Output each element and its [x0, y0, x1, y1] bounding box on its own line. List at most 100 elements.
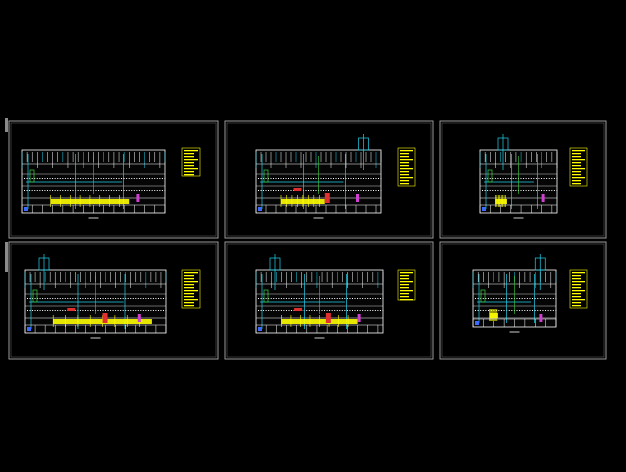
- terminal-dot: [127, 310, 129, 311]
- terminal-dot: [550, 298, 552, 299]
- terminal-dot: [165, 298, 167, 299]
- terminal-dot: [528, 178, 530, 179]
- title-block-text-line: [184, 293, 194, 295]
- terminal-dot: [156, 190, 158, 191]
- terminal-dot: [353, 178, 354, 179]
- terminal-dot: [126, 178, 128, 179]
- terminal-dot: [310, 178, 312, 179]
- terminal-dot: [79, 298, 81, 299]
- terminal-dot: [339, 298, 341, 299]
- terminal-dot: [273, 310, 275, 311]
- title-block-text-line: [572, 177, 585, 179]
- terminal-dot: [144, 190, 146, 191]
- terminal-dot: [31, 178, 33, 179]
- title-block-text-line: [400, 287, 409, 289]
- title-block-text-line: [184, 275, 194, 277]
- terminal-dot: [283, 298, 285, 299]
- terminal-dot: [110, 298, 112, 299]
- terminal-dot: [54, 298, 56, 299]
- terminal-dot: [348, 178, 349, 179]
- terminal-dot: [355, 178, 357, 179]
- terminal-dot: [320, 190, 322, 191]
- terminal-dot: [555, 310, 557, 311]
- terminal-dot: [308, 190, 309, 191]
- terminal-dot: [516, 298, 518, 299]
- terminal-dot: [133, 178, 135, 179]
- terminal-dot: [105, 190, 107, 191]
- terminal-dot: [34, 190, 36, 191]
- terminal-dot: [265, 190, 267, 191]
- terminal-dot: [85, 190, 87, 191]
- title-block-text-line: [184, 162, 194, 164]
- viewport-edge-mark: [5, 242, 8, 272]
- green-component: [487, 169, 493, 183]
- terminal-dot: [362, 310, 364, 311]
- terminal-dot: [541, 190, 543, 191]
- terminal-dot: [363, 178, 364, 179]
- terminal-dot: [334, 298, 336, 299]
- terminal-dot: [313, 310, 315, 311]
- title-block-text-line: [184, 153, 194, 155]
- terminal-dot: [350, 190, 352, 191]
- terminal-dot: [370, 178, 372, 179]
- terminal-dot: [108, 178, 110, 179]
- title-block-text-line: [572, 171, 581, 173]
- terminal-dot: [484, 190, 486, 191]
- blue-marker: [482, 207, 486, 211]
- terminal-dot: [475, 310, 476, 311]
- terminal-dot: [59, 190, 61, 191]
- terminal-dot: [46, 190, 48, 191]
- terminal-dot: [130, 298, 132, 299]
- terminal-dot: [107, 298, 109, 299]
- terminal-dot: [137, 298, 139, 299]
- terminal-dot: [340, 190, 342, 191]
- terminal-dot: [323, 190, 324, 191]
- title-block-text-line: [184, 171, 194, 173]
- magenta-marker: [357, 314, 361, 322]
- sheet-inner-border: [10, 243, 217, 358]
- terminal-dot: [367, 310, 369, 311]
- terminal-dot: [161, 190, 163, 191]
- terminal-dot: [265, 178, 267, 179]
- terminal-dot: [140, 298, 142, 299]
- terminal-dot: [510, 178, 512, 179]
- title-block-text-line: [572, 281, 585, 283]
- terminal-dot: [343, 190, 344, 191]
- terminal-dot: [74, 310, 76, 311]
- title-block-text-line: [400, 272, 413, 274]
- title-block-text-line: [400, 168, 413, 170]
- terminal-dot: [335, 190, 337, 191]
- terminal-dot: [336, 310, 338, 311]
- magenta-marker: [136, 194, 140, 202]
- terminal-dot: [316, 298, 318, 299]
- terminal-dot: [497, 190, 499, 191]
- terminal-dot: [103, 178, 105, 179]
- terminal-dot: [112, 310, 114, 311]
- title-block-text-line: [184, 272, 198, 274]
- terminal-dot: [67, 178, 69, 179]
- blue-marker: [258, 327, 262, 331]
- terminal-dot: [519, 298, 521, 299]
- terminal-dot: [502, 178, 504, 179]
- terminal-dot: [118, 190, 120, 191]
- terminal-dot: [487, 178, 489, 179]
- terminal-dot: [505, 190, 507, 191]
- terminal-dot: [339, 310, 341, 311]
- terminal-dot: [380, 178, 382, 179]
- terminal-dot: [542, 310, 544, 311]
- title-block-text-line: [572, 159, 585, 161]
- terminal-dot: [52, 310, 54, 311]
- viewport-edge-mark: [5, 118, 8, 132]
- terminal-dot: [330, 178, 332, 179]
- terminal-dot: [39, 310, 41, 311]
- terminal-dot: [280, 190, 282, 191]
- terminal-dot: [508, 310, 510, 311]
- title-block: [569, 269, 588, 309]
- terminal-dot: [305, 178, 307, 179]
- terminal-dot: [162, 310, 164, 311]
- terminal-dot: [263, 298, 265, 299]
- blue-marker: [475, 321, 479, 325]
- title-block-text-line: [572, 305, 581, 307]
- sheet-inner-border: [226, 243, 432, 358]
